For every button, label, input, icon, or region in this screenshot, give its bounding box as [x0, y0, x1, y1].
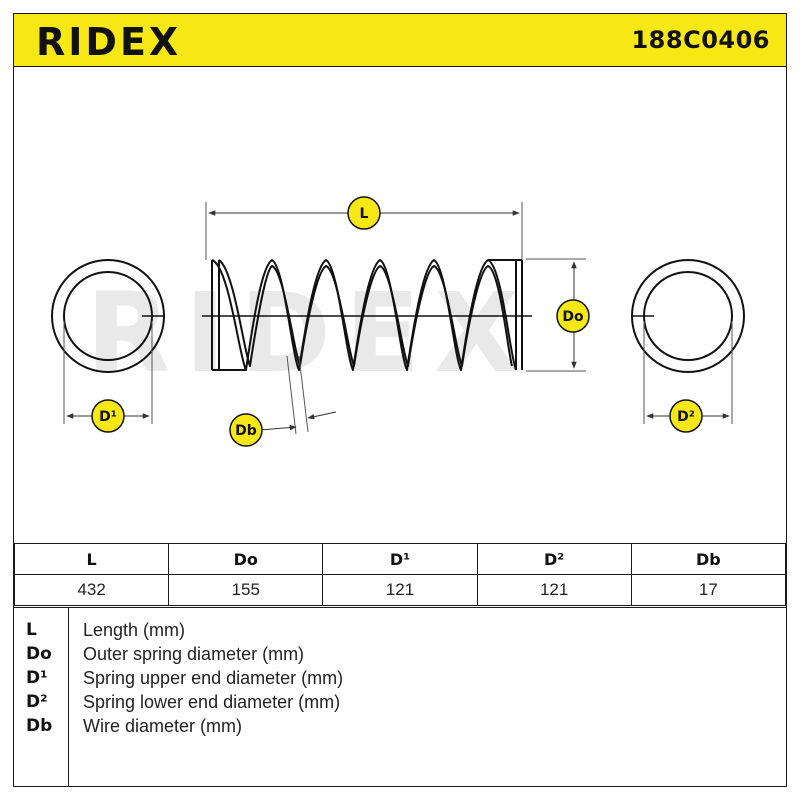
badge-lower-diameter: D² [669, 399, 703, 433]
wire-diameter-dimension [259, 355, 337, 435]
legend-description: Spring lower end diameter (mm) [83, 692, 341, 712]
svg-text:D²: D² [677, 409, 695, 425]
spring-diagram: RIDEX [51, 196, 745, 447]
header-cell: Db [630, 543, 787, 575]
table-header-row: L Do D¹ D² Db [13, 543, 787, 575]
part-number: 188C0406 [631, 26, 770, 54]
header-cell: L [13, 543, 170, 575]
svg-text:D¹: D¹ [99, 409, 117, 425]
svg-text:Do: Do [562, 309, 584, 325]
header-cell: Do [168, 543, 324, 575]
legend-key: Db [26, 716, 53, 736]
legend-description: Spring upper end diameter (mm) [83, 668, 344, 688]
header-cell: D² [476, 543, 632, 575]
legend-item: D² Spring lower end diameter (mm) [14, 692, 786, 716]
legend-key: L [26, 620, 37, 640]
legend: L Length (mm) Do Outer spring diameter (… [14, 607, 786, 787]
value-cell: 121 [322, 574, 478, 606]
header-cell: D¹ [322, 543, 478, 575]
badge-wire-diameter: Db [229, 413, 263, 447]
page-frame [13, 13, 787, 787]
dimensions-table: L Do D¹ D² Db 432 155 121 121 17 [13, 543, 787, 606]
legend-divider [68, 608, 69, 787]
svg-text:L: L [360, 206, 369, 222]
legend-key: D¹ [26, 668, 48, 688]
value-cell: 432 [13, 574, 170, 606]
spring-coil [211, 259, 523, 371]
legend-description: Wire diameter (mm) [83, 716, 243, 736]
header-bar: RIDEX 188C0406 [14, 14, 786, 67]
legend-key: Do [26, 644, 52, 664]
svg-text:Db: Db [235, 423, 257, 439]
legend-description: Length (mm) [83, 620, 186, 640]
legend-key: D² [26, 692, 48, 712]
value-cell: 17 [630, 574, 787, 606]
badge-upper-diameter: D¹ [91, 399, 125, 433]
brand-logo: RIDEX [36, 20, 182, 64]
legend-item: Db Wire diameter (mm) [14, 716, 786, 740]
lower-end-ring [631, 259, 745, 424]
legend-item: L Length (mm) [14, 620, 786, 644]
legend-item: D¹ Spring upper end diameter (mm) [14, 668, 786, 692]
value-cell: 155 [168, 574, 324, 606]
upper-end-ring [51, 259, 165, 424]
badge-outer-diameter: Do [556, 299, 590, 333]
legend-description: Outer spring diameter (mm) [83, 644, 305, 664]
table-row: 432 155 121 121 17 [13, 574, 787, 606]
value-cell: 121 [476, 574, 632, 606]
legend-item: Do Outer spring diameter (mm) [14, 644, 786, 668]
badge-length: L [347, 196, 381, 230]
